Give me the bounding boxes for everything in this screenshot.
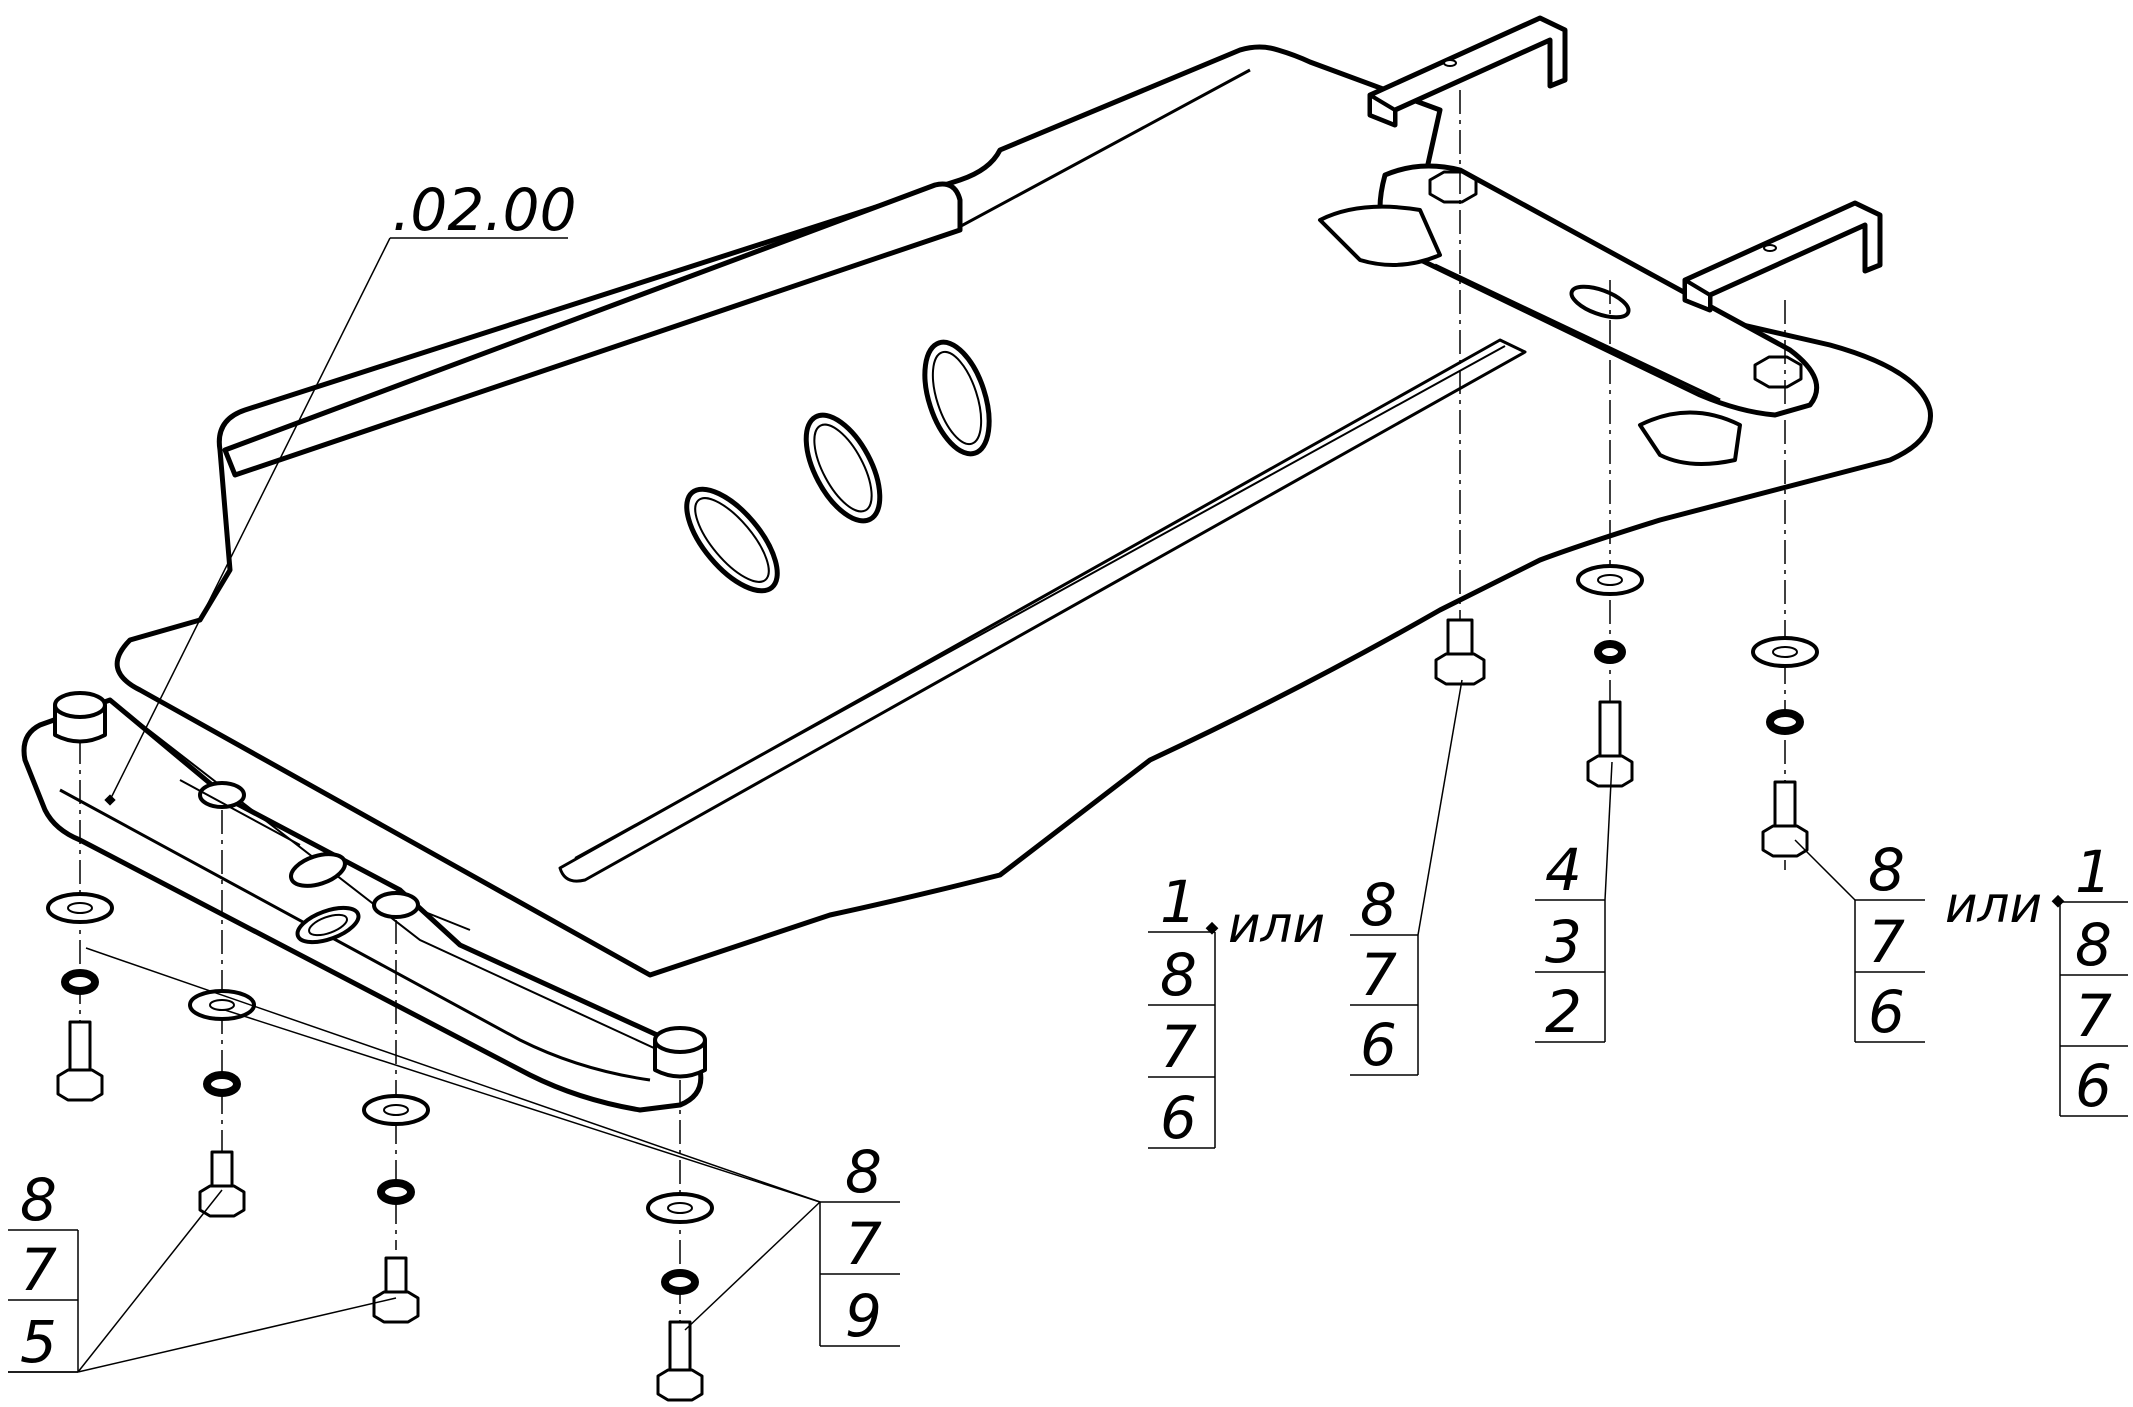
callout-num: 7: [845, 1210, 882, 1278]
callout-or-text: или: [1945, 876, 2042, 934]
axis-lines: [79, 90, 1786, 1380]
skid-plate: [114, 44, 1933, 978]
leader-lines: [8, 237, 1856, 1373]
fastener-stack-6: [1576, 564, 1644, 788]
callout-mid-a: 1 или 8 7 6: [1148, 868, 1325, 1152]
callout-num: 4: [1545, 836, 1582, 904]
callout-num: 2: [1545, 978, 1582, 1046]
callout-num: 8: [20, 1166, 57, 1234]
callout-left-bottom: 8 7 5: [8, 1166, 79, 1376]
callout-num: 9: [845, 1282, 882, 1350]
callout-num: 8: [1160, 941, 1197, 1009]
fastener-stack-1: [46, 892, 114, 1102]
callout-num: 7: [1868, 908, 1905, 976]
callout-num: 7: [1360, 941, 1397, 1009]
drawing-ref-label: .02.00: [392, 176, 576, 244]
callout-or-text: или: [1228, 896, 1325, 954]
callout-right-a: 8 7 6: [1854, 836, 1925, 1046]
callout-num: 1: [1160, 868, 1197, 936]
callout-num: 6: [1360, 1011, 1397, 1079]
callout-num: 5: [20, 1308, 57, 1376]
callout-mid-c: 4 3 2: [1535, 836, 1606, 1046]
fastener-stack-7: [1751, 636, 1819, 858]
rear-crossmember: [1318, 163, 1820, 466]
bracket-top-right: [1682, 200, 1883, 313]
callout-num: 6: [1160, 1084, 1197, 1152]
callout-mid-b: 8 7 6: [1350, 871, 1419, 1079]
callout-num: 8: [1360, 871, 1397, 939]
callout-num: 7: [1160, 1013, 1197, 1081]
front-crossmember: [21, 691, 707, 1113]
callout-num: 8: [1868, 836, 1905, 904]
callout-num: 8: [845, 1138, 882, 1206]
callout-right-b: или 1 8 7 6: [1945, 838, 2128, 1120]
callout-num: 1: [2075, 838, 2112, 906]
callout-num: 7: [2075, 982, 2112, 1050]
callout-num: 3: [1545, 908, 1582, 976]
callout-center-bottom: 8 7 9: [819, 1138, 900, 1350]
callout-num: 6: [1868, 978, 1905, 1046]
drawing-ref: .02.00: [392, 176, 576, 244]
fastener-stack-3: [362, 1094, 430, 1324]
bracket-top-left: [1367, 15, 1568, 128]
fastener-stack-2: [188, 989, 256, 1218]
fastener-stack-5: [1434, 618, 1486, 686]
callout-num: 7: [20, 1236, 57, 1304]
callout-num: 8: [2075, 911, 2112, 979]
fastener-stack-4: [646, 1192, 714, 1402]
callout-num: 6: [2075, 1052, 2112, 1120]
